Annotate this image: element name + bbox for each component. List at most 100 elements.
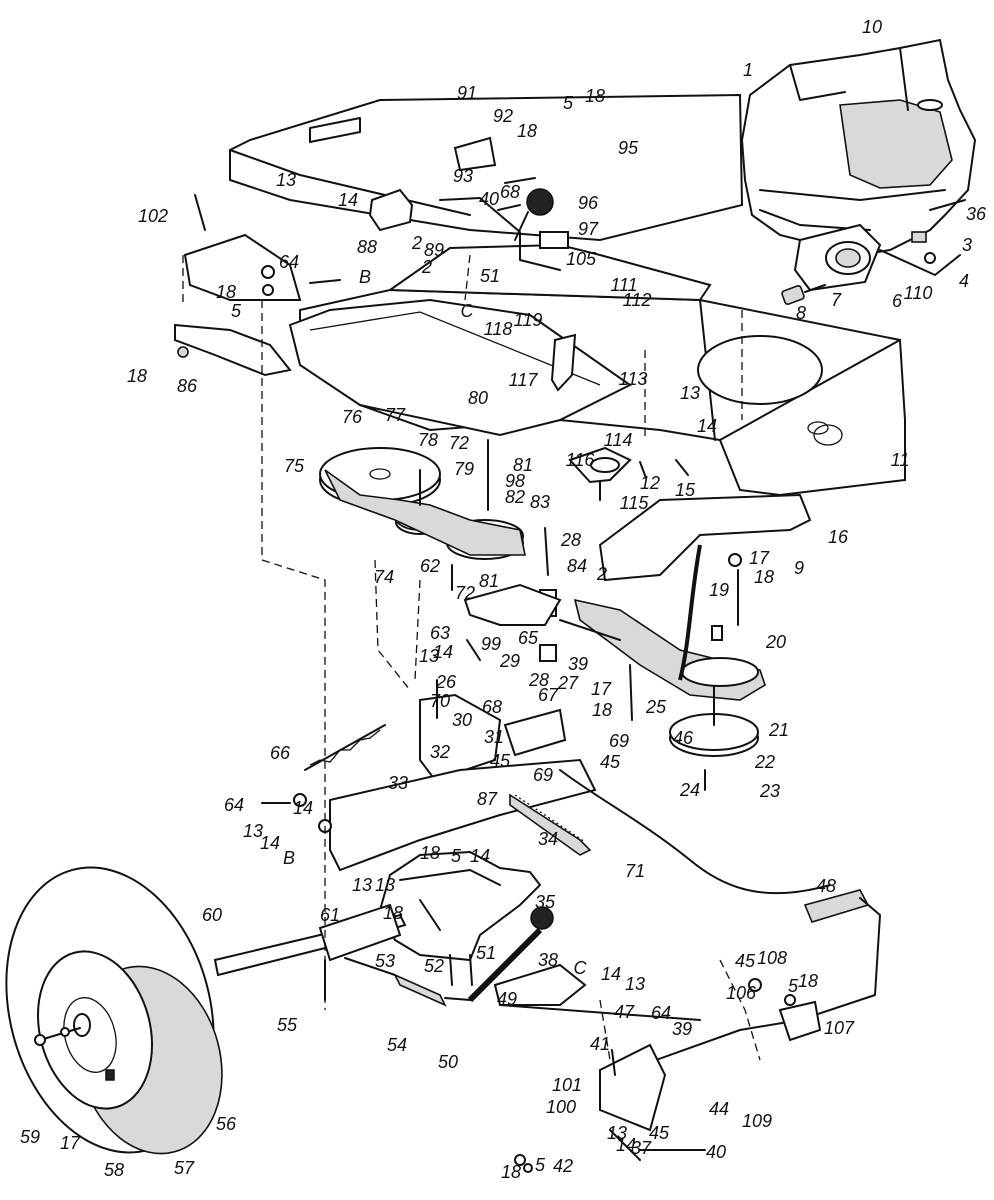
part-label: 37 [630,1138,652,1158]
part-label: 3 [961,235,973,255]
part-label: 82 [504,487,526,507]
drive-belt-and-pulley [573,544,766,791]
part-label: 58 [103,1160,125,1180]
part-label: 57 [173,1158,195,1178]
transaxle [378,850,542,986]
part-label: 66 [269,743,291,763]
part-label: 74 [373,567,395,587]
part-label: 79 [453,459,475,479]
rear-wheel [5,866,223,1155]
part-label: 83 [529,492,551,512]
part-label: 89 [423,240,445,260]
part-label: 110 [903,283,933,303]
clutch-linkage [463,583,621,662]
part-label: 115 [619,493,649,513]
shift-lever [344,906,701,1021]
part-label: 51 [475,943,497,963]
part-label: 68 [499,182,521,202]
part-label: 86 [176,376,198,396]
part-label: 14 [292,798,314,818]
part-label: 40 [478,189,500,209]
part-label: 33 [387,773,409,793]
idler-bracket [568,446,689,501]
part-label: 26 [435,672,457,692]
part-label: 14 [600,964,622,984]
front-hood-panel [229,93,744,242]
part-label: 5 [534,1155,546,1175]
part-label: 40 [705,1142,727,1162]
part-label: 111 [610,275,638,295]
rear-axle [213,903,407,1001]
part-label: 53 [374,951,396,971]
part-label: 50 [437,1052,459,1072]
part-label: 64 [650,1003,672,1023]
control-cable [559,769,831,895]
part-label: 72 [454,583,476,603]
lower-frame [261,679,597,872]
part-label: 78 [417,430,439,450]
deck-pulleys [319,439,557,617]
part-label: 117 [508,370,538,390]
part-label: 97 [577,219,599,239]
part-label: 16 [827,527,849,547]
part-label: 12 [639,473,661,493]
part-label: 2 [596,564,608,584]
part-label: 17 [59,1133,81,1153]
part-label: 105 [565,249,597,269]
part-label: 84 [566,556,588,576]
part-label: 69 [532,765,554,785]
part-label: 98 [504,471,526,491]
part-label: 9 [793,558,805,578]
part-label: 19 [708,580,730,600]
part-label: 28 [560,530,582,550]
part-label: 80 [467,388,489,408]
footrest-pan [288,298,632,437]
engine-assembly [740,38,977,305]
part-label: 13 [679,383,701,403]
part-label: 13 [606,1123,628,1143]
part-label: 30 [451,710,473,730]
part-label: 14 [432,642,454,662]
part-label: 106 [725,983,757,1003]
part-label: 6 [891,291,903,311]
part-label: 17 [590,679,612,699]
part-label: 48 [815,876,837,896]
part-label: 27 [557,673,579,693]
upper-controls [368,136,577,392]
part-label: 71 [624,861,646,881]
muffler [793,223,882,292]
part-label: 10 [861,17,883,37]
part-label: 47 [613,1002,635,1022]
part-label: 45 [734,951,756,971]
part-label: 100 [545,1097,577,1117]
part-label: 13 [624,974,646,994]
part-label: 91 [456,83,478,103]
part-label: 25 [645,697,667,717]
part-label: 46 [672,728,694,748]
part-label: 18 [419,843,441,863]
part-label: 5 [450,846,462,866]
part-label: 11 [890,450,910,470]
part-label: 21 [768,720,790,740]
part-label: 63 [429,623,451,643]
part-label: 102 [137,206,169,226]
part-label: 56 [215,1114,237,1134]
part-label: 18 [382,903,404,923]
part-label: 4 [958,271,970,291]
part-label: 35 [534,892,556,912]
part-label: 55 [276,1015,298,1035]
part-label: 62 [419,556,441,576]
part-label: 18 [126,366,148,386]
part-label: 14 [469,846,491,866]
part-label: 24 [679,780,701,800]
part-label: 61 [319,905,341,925]
part-label: 67 [537,685,559,705]
part-label: 49 [496,989,518,1009]
part-label: 14 [696,416,718,436]
part-label: 38 [537,950,559,970]
part-label: 88 [356,237,378,257]
part-label: 13 [242,821,264,841]
part-label: 77 [384,405,406,425]
pedal-assembly [514,889,881,1173]
